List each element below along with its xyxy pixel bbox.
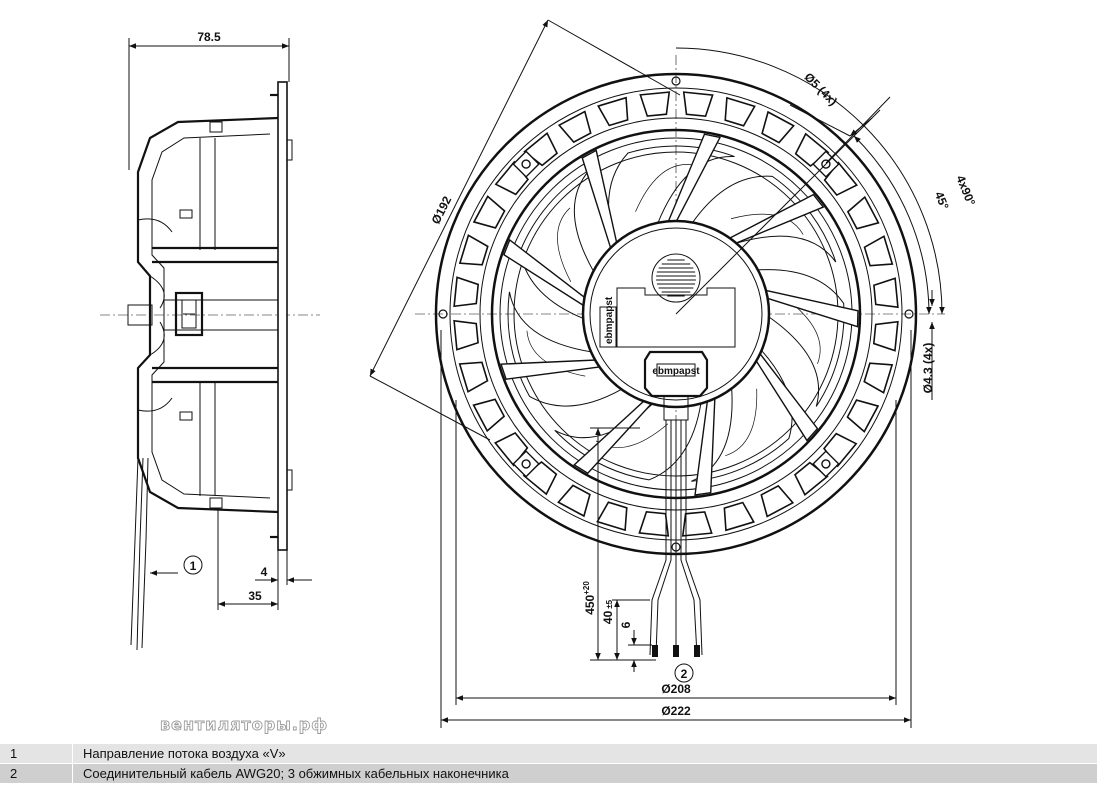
ring-slot	[873, 277, 899, 309]
legend-num: 2	[0, 763, 73, 784]
ring-slot	[681, 511, 713, 537]
dim-d222: Ø222	[661, 704, 691, 718]
blade-rib	[725, 388, 758, 456]
dim-offset-4: 4	[261, 565, 268, 579]
ring-slot	[846, 195, 880, 230]
front-view: ebmpapst ebmpapst 2 Ø192 Ø5 (4x) 4x90° 4…	[369, 19, 978, 728]
support-strut	[503, 238, 587, 308]
dim-offset-35: 35	[248, 589, 262, 603]
connector-logo-text: ebmpapst	[652, 366, 700, 377]
fan-blade	[691, 175, 837, 263]
ring-slot	[846, 399, 880, 433]
ring-slot	[823, 432, 858, 468]
blade-rib	[635, 164, 693, 212]
ring-slot	[723, 501, 755, 532]
mounting-hole	[671, 76, 681, 86]
mounting-hole	[821, 459, 831, 469]
dim-d192: Ø192	[429, 194, 455, 227]
mounting-hole	[821, 159, 831, 169]
ring-slot	[872, 320, 899, 352]
dim-cable-450: 450+20	[582, 581, 597, 615]
support-strut	[500, 359, 602, 380]
callout-airflow: 1	[190, 559, 197, 573]
dim-d5: Ø5 (4x)	[801, 70, 840, 109]
support-strut	[694, 396, 716, 496]
ring-slot	[453, 319, 479, 351]
dim-d208: Ø208	[661, 682, 691, 696]
dim-angle-45: 45°	[932, 189, 952, 211]
ring-slot	[760, 484, 795, 518]
legend-table: 1 Направление потока воздуха «V» 2 Соеди…	[0, 744, 1097, 784]
ring-slot	[453, 276, 480, 308]
watermark-text: вентиляторы.рф	[160, 715, 328, 734]
ring-slot	[638, 510, 670, 537]
legend-row: 2 Соединительный кабель AWG20; 3 обжимны…	[0, 763, 1097, 784]
technical-drawing: 1 78.5 4 35	[100, 19, 978, 734]
mounting-lug	[512, 450, 540, 478]
ring-slot	[458, 361, 489, 393]
ring-slot	[597, 96, 629, 127]
ring-slot	[863, 362, 894, 394]
support-strut	[573, 399, 654, 475]
side-view: 1 78.5 4 35	[100, 30, 320, 651]
ring-slot	[557, 110, 592, 144]
dim-angle-4x90: 4x90°	[953, 173, 978, 208]
blade-rib	[557, 207, 572, 283]
ring-slot	[724, 96, 756, 127]
fan-blade	[756, 269, 845, 407]
ring-slot	[472, 398, 506, 433]
mounting-lug	[512, 150, 540, 178]
ring-slot	[596, 501, 628, 532]
ring-slot	[458, 234, 489, 266]
ring-slot	[639, 91, 671, 117]
ring-slot	[794, 132, 830, 167]
legend-text: Соединительный кабель AWG20; 3 обжимных …	[72, 763, 1097, 784]
mounting-lug	[812, 450, 840, 478]
brand-logo-text: ebmpapst	[604, 296, 615, 344]
ring-slot	[682, 91, 714, 118]
dim-d43: Ø4.3 (4x)	[921, 343, 935, 394]
mounting-hole	[521, 459, 531, 469]
ring-slot	[761, 110, 795, 144]
dim-depth: 78.5	[197, 30, 221, 44]
dim-cable-40: 40±5	[601, 599, 615, 624]
legend-text: Направление потока воздуха «V»	[72, 744, 1097, 764]
ring-slot	[863, 235, 894, 267]
support-strut	[763, 289, 859, 328]
legend-num: 1	[0, 744, 73, 764]
ring-slot	[557, 484, 591, 518]
legend-row: 1 Направление потока воздуха «V»	[0, 744, 1097, 764]
ring-slot	[522, 461, 558, 496]
dim-cable-6: 6	[619, 621, 633, 628]
ring-slot	[472, 195, 506, 229]
callout-cable: 2	[681, 667, 688, 681]
support-strut	[754, 351, 819, 442]
